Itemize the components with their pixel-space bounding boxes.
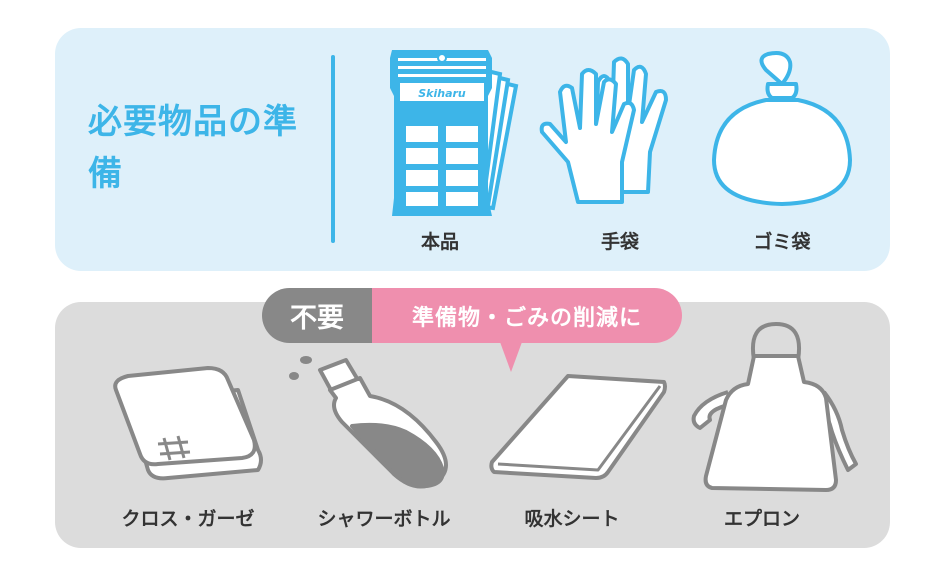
item-label: エプロン [723,508,801,530]
product-pack-icon: Skiharu [390,50,519,216]
speech-tail [500,342,522,372]
item-label: 手袋 [600,231,640,253]
apron-icon [691,322,858,492]
item-label: ゴミ袋 [753,231,811,253]
shower-bottle-icon [289,356,448,489]
cloth-icon [113,366,263,481]
trash-bag-icon [712,51,852,206]
item-label: 吸水シート [524,508,620,530]
brand-logo: Skiharu [418,87,466,100]
absorbent-sheet-icon [489,374,667,480]
divider [331,55,335,243]
gloves-icon [539,56,668,204]
item-label: シャワーボトル [317,508,451,530]
required-title: 必要物品の準備 [88,102,298,194]
item-label: 本品 [420,231,460,253]
item-label: クロス・ガーゼ [121,508,255,530]
reduction-message: 準備物・ごみの削減に [372,288,682,343]
unneeded-badge: 不要 [262,288,372,343]
unneeded-banner: 不要 準備物・ごみの削減に [262,288,682,343]
